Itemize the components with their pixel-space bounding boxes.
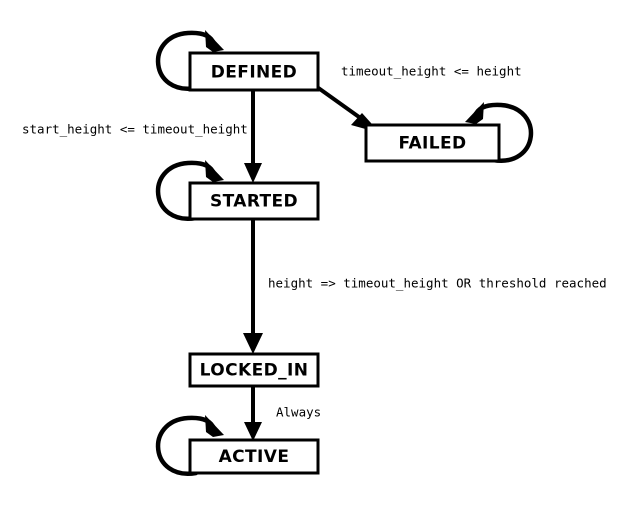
started-locked-in-arrowhead xyxy=(243,333,263,354)
transition-defined-failed[interactable]: timeout_height <= height xyxy=(315,64,522,134)
state-locked-in-rect xyxy=(188,352,320,388)
transition-started-self[interactable] xyxy=(155,160,224,221)
state-active-label: ACTIVE xyxy=(219,447,290,467)
transition-failed-self[interactable] xyxy=(465,102,534,163)
started-self-loop-arrowhead xyxy=(205,160,224,182)
state-failed[interactable]: FAILED xyxy=(364,123,501,163)
edge-label-start-height-le-timeout-height: start_height <= timeout_height xyxy=(22,122,248,137)
state-started[interactable]: STARTED xyxy=(188,181,320,221)
locked-in-active-arrowhead xyxy=(244,422,262,441)
defined-started-arrowhead xyxy=(244,163,262,183)
defined-self-loop-arrowhead xyxy=(205,30,224,52)
state-started-rect xyxy=(188,181,320,221)
state-active-rect xyxy=(188,438,320,475)
transition-active-self[interactable] xyxy=(155,415,224,476)
state-failed-rect xyxy=(364,123,501,163)
state-defined-label: DEFINED xyxy=(211,63,297,83)
defined-failed-path xyxy=(315,85,368,124)
state-defined-rect xyxy=(188,51,320,92)
failed-self-loop-arrowhead xyxy=(465,102,484,124)
state-defined[interactable]: DEFINED xyxy=(188,51,320,92)
state-failed-label: FAILED xyxy=(398,134,466,154)
state-locked-in-label: LOCKED_IN xyxy=(200,361,309,381)
edge-label-height-ge-timeout-or-threshold: height => timeout_height OR threshold re… xyxy=(268,276,607,291)
state-active[interactable]: ACTIVE xyxy=(188,438,320,475)
active-self-loop-arrowhead xyxy=(205,415,224,437)
edge-label-always: Always xyxy=(276,405,321,420)
state-locked-in[interactable]: LOCKED_IN xyxy=(188,352,320,388)
state-started-label: STARTED xyxy=(210,192,298,212)
transition-defined-self[interactable] xyxy=(155,30,224,91)
transition-locked-in-active[interactable]: Always xyxy=(244,386,321,441)
transition-defined-started[interactable]: start_height <= timeout_height xyxy=(22,90,262,183)
edge-label-timeout-height-le-height: timeout_height <= height xyxy=(341,64,522,79)
transition-started-locked-in[interactable]: height => timeout_height OR threshold re… xyxy=(243,219,607,354)
